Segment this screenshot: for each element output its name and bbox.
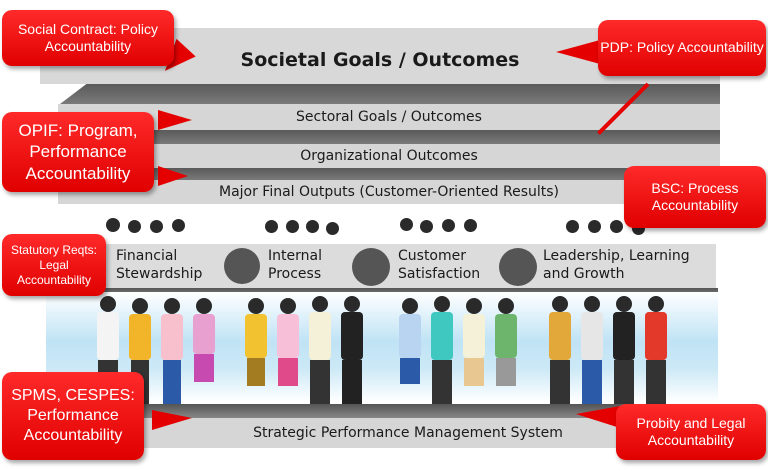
sectoral-bevel: [58, 130, 720, 144]
callout-bsc: BSC: Process Accountability: [624, 166, 766, 228]
employee-figure: [338, 296, 366, 406]
person-icon: [588, 220, 601, 233]
perspective-customer-label: Customer Satisfaction: [398, 248, 481, 282]
callout-social-contract: Social Contract: Policy Accountability: [2, 10, 174, 66]
sectoral-goals-label: Sectoral Goals / Outcomes: [296, 109, 482, 125]
callout-pdp: PDP: Policy Accountability: [598, 20, 766, 76]
gears-icon: [224, 248, 260, 284]
person-icon: [326, 222, 339, 235]
employee-figure: [460, 298, 488, 406]
perspective-internal-label: Internal Process: [268, 248, 322, 282]
callout-tail: [556, 40, 600, 64]
person-icon: [610, 220, 623, 233]
perspective-internal: Internal Process: [220, 244, 340, 288]
callout-opif-text: OPIF: Program, Performance Accountabilit…: [18, 121, 138, 183]
organizational-outcomes-layer: Organizational Outcomes: [58, 144, 720, 168]
employee-figure: [274, 298, 302, 406]
callout-tail: [158, 166, 188, 186]
callout-statutory-text: Statutory Reqts: Legal Accountability: [10, 242, 98, 287]
person-icon: [420, 220, 433, 233]
employee-figure: [546, 296, 574, 406]
callout-opif: OPIF: Program, Performance Accountabilit…: [2, 112, 154, 192]
organizational-bevel: [58, 168, 720, 180]
employee-figure: [492, 298, 520, 406]
callout-statutory: Statutory Reqts: Legal Accountability: [2, 234, 106, 296]
spms-label: Strategic Performance Management System: [253, 425, 563, 441]
employees-group: [90, 296, 690, 408]
callout-social-contract-text: Social Contract: Policy Accountability: [17, 20, 159, 55]
person-icon: [464, 219, 477, 232]
perspective-financial-label: Financial Stewardship: [116, 248, 203, 282]
person-icon: [400, 218, 413, 231]
organizational-outcomes-label: Organizational Outcomes: [300, 148, 478, 164]
perspectives-bar: [100, 244, 716, 288]
person-icon: [566, 220, 579, 233]
employee-figure: [642, 296, 670, 406]
perspective-leadership-label: Leadership, Learning and Growth: [543, 248, 690, 282]
person-icon: [306, 220, 319, 233]
spms-bevel: [96, 404, 720, 418]
callout-bsc-text: BSC: Process Accountability: [651, 179, 739, 214]
callout-tail: [158, 110, 192, 130]
network-icon: [352, 248, 390, 286]
societal-bevel: [60, 84, 720, 104]
employee-figure: [158, 298, 186, 406]
person-icon: [265, 220, 278, 233]
callout-tail: [576, 406, 620, 428]
employee-figure: [610, 296, 638, 406]
callout-probity-text: Probity and Legal Accountability: [636, 414, 746, 449]
employee-figure: [306, 296, 334, 406]
person-icon: [442, 219, 455, 232]
people-band: [46, 292, 718, 402]
employee-figure: [190, 298, 218, 406]
people-icons-row: [100, 214, 700, 248]
callout-spms-cespes: SPMS, CESPES: Performance Accountability: [2, 372, 144, 460]
major-final-outputs-label: Major Final Outputs (Customer-Oriented R…: [218, 184, 560, 200]
employee-figure: [396, 298, 424, 406]
callout-pdp-text: PDP: Policy Accountability: [600, 39, 764, 56]
employee-figure: [578, 296, 606, 406]
person-icon: [106, 218, 120, 232]
training-icon: [499, 248, 537, 286]
societal-goals-label: Societal Goals / Outcomes: [240, 49, 520, 71]
callout-tail: [152, 410, 192, 430]
callout-spms-cespes-text: SPMS, CESPES: Performance Accountability: [11, 387, 135, 444]
callout-probity: Probity and Legal Accountability: [616, 404, 766, 460]
employee-figure: [428, 296, 456, 406]
perspective-customer: Customer Satisfaction: [350, 244, 490, 288]
perspective-financial: Financial Stewardship: [100, 244, 215, 288]
person-icon: [150, 220, 163, 233]
person-icon: [286, 220, 299, 233]
person-icon: [128, 220, 141, 233]
employee-figure: [242, 298, 270, 406]
person-icon: [172, 219, 185, 232]
perspective-leadership: Leadership, Learning and Growth: [497, 244, 697, 288]
